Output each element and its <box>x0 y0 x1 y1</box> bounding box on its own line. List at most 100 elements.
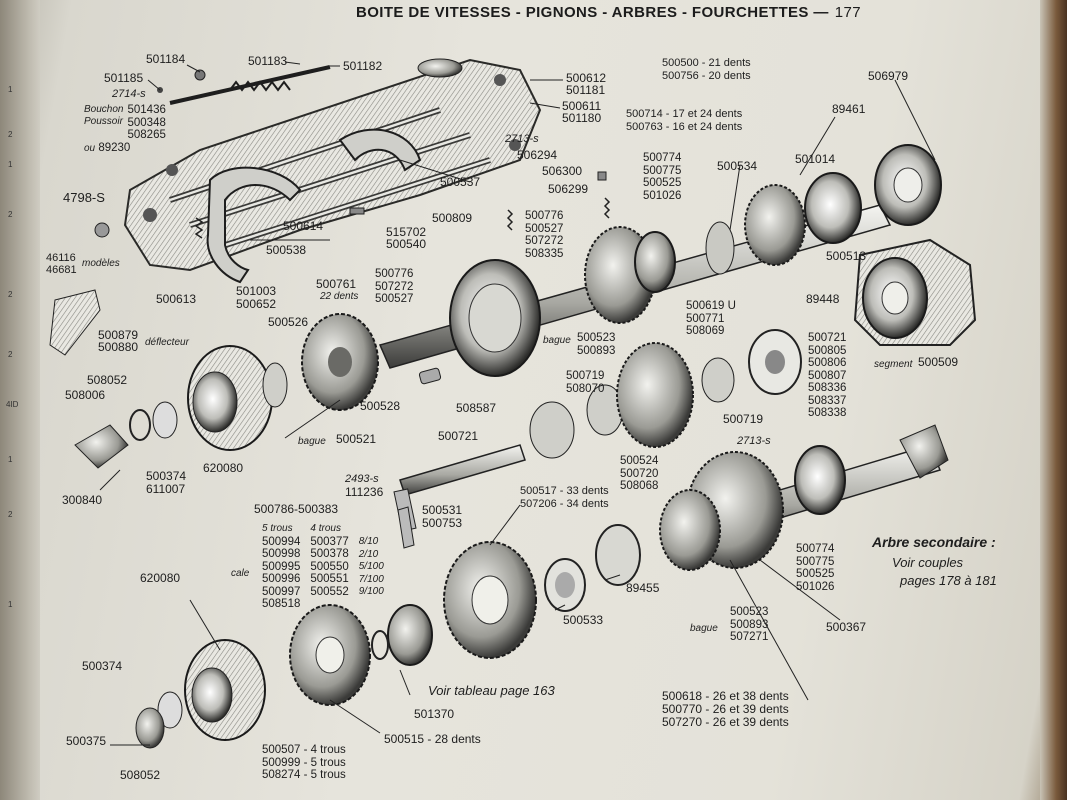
part-number-2713-s: 2713-s <box>505 133 539 145</box>
part-number-611007: 611007 <box>146 482 186 496</box>
gutter-mark: 1 <box>8 160 13 169</box>
part-number: 500774 <box>796 543 835 555</box>
part-number-620080: 620080 <box>203 461 244 475</box>
caption-cale: cale <box>231 568 250 579</box>
shift-fork <box>206 128 422 284</box>
primary-shaft-gears <box>301 144 942 411</box>
part-number-500753: 500753 <box>422 516 463 530</box>
secondary-shaft <box>544 424 949 612</box>
part-number-506979: 506979 <box>868 69 909 83</box>
part-number: 508069 <box>686 325 725 337</box>
gutter-mark: 4ID <box>6 400 19 409</box>
part-number: 500994 <box>262 535 301 548</box>
part-number-500879: 500879 <box>98 328 139 342</box>
part-number: 500893 <box>577 344 616 357</box>
part-number: 500770 - 26 et 39 dents <box>662 702 789 716</box>
group-500721-right: 500721 500805 500806 500807 508336 50833… <box>808 332 846 420</box>
part-number: 500776 <box>525 210 564 222</box>
part-number-501370: 501370 <box>414 707 455 721</box>
part-number-500537: 500537 <box>440 175 481 189</box>
book-edge <box>1040 0 1067 800</box>
part-number-500719: 500719 <box>723 412 764 426</box>
part-number-500880: 500880 <box>98 340 139 354</box>
gutter-mark: 2 <box>8 130 13 139</box>
part-number-500374: 500374 <box>146 469 187 483</box>
gutter-mark: 1 <box>8 600 13 609</box>
part-number: 500525 <box>643 177 682 189</box>
part-number: 500719 <box>566 370 605 382</box>
thickness: 5/100 <box>358 561 384 572</box>
group-500774-top: 500774 500775 500525 501026 <box>643 152 681 202</box>
voir-tableau-text: Voir tableau page 163 <box>428 683 555 698</box>
part-number-500515: 500515 - 28 dents <box>384 732 481 746</box>
part-number: 508068 <box>620 480 659 492</box>
caption-ou: ou <box>84 142 96 154</box>
part-number-501003: 501003 <box>236 284 277 298</box>
thickness: 9/100 <box>358 586 384 597</box>
part-number-508006: 508006 <box>65 388 106 402</box>
group-500774-bottom: 500774 500775 500525 501026 <box>796 543 834 593</box>
part-number: 500618 - 26 et 38 dents <box>662 689 789 703</box>
part-number-500367: 500367 <box>826 620 867 634</box>
small-hardware <box>94 171 611 549</box>
part-number-515702: 515702 <box>386 225 427 239</box>
part-number: 507270 - 26 et 39 dents <box>662 715 789 729</box>
part-number-500538: 500538 <box>266 243 307 257</box>
group-500719: 500719 508070 <box>566 370 604 395</box>
part-number-506294: 506294 <box>517 148 558 162</box>
part-number: 500776 <box>375 268 414 280</box>
part-number-500526: 500526 <box>268 315 309 329</box>
binding-gutter <box>0 0 40 800</box>
part-number: 508335 <box>525 247 564 260</box>
group-500507: 500507 - 4 trous 500999 - 5 trous 508274… <box>262 744 346 782</box>
caption-deflecteur: déflecteur <box>145 337 189 348</box>
caption-segment: segment <box>874 359 913 370</box>
part-number: 500775 <box>643 164 682 177</box>
page-number: 177 <box>834 4 862 21</box>
part-number: 500997 <box>262 585 301 598</box>
part-number-506300: 506300 <box>542 164 583 178</box>
part-number: 500721 <box>808 332 847 344</box>
part-number-500534: 500534 <box>717 159 758 173</box>
group-500619: 500619 U 500771 508069 <box>686 300 736 338</box>
part-number: 500552 <box>310 585 349 598</box>
part-number: 500995 <box>262 560 301 573</box>
left-bearing-housing <box>49 289 288 469</box>
group-500524: 500524 500720 508068 <box>620 455 658 493</box>
cale-table: 5 trous 500994 500998 500995 500996 5009… <box>262 523 384 611</box>
counter-shaft-gears <box>529 329 802 459</box>
gutter-mark: 2 <box>8 290 13 299</box>
part-number: 500999 - 5 trous <box>262 756 346 769</box>
thickness: 8/10 <box>358 536 379 547</box>
part-number-501180: 501180 <box>562 111 602 125</box>
part-number: 508265 <box>127 129 166 141</box>
part-number-500517: 500517 - 33 dents <box>520 485 609 497</box>
part-number: 508338 <box>808 407 847 419</box>
cale-col2-head: 4 trous <box>310 523 341 534</box>
part-number: 500523 <box>730 606 769 618</box>
part-number-500614: 500614 <box>283 219 324 233</box>
bearing-cover-plate <box>853 238 977 346</box>
part-number: 507271 <box>730 631 769 643</box>
part-number: 500507 - 4 trous <box>262 744 346 756</box>
group-500523-bottom: 500523 500893 507271 <box>730 606 768 644</box>
selector-rod <box>157 65 331 105</box>
part-number-506299: 506299 <box>548 182 589 196</box>
part-number-501181: 501181 <box>566 83 606 97</box>
part-number: 500377 <box>310 535 349 548</box>
part-number: 500527 <box>525 222 564 235</box>
part-number-500375: 500375 <box>66 734 107 748</box>
part-number-500714: 500714 - 17 et 24 dents <box>626 108 743 120</box>
gutter-mark: 1 <box>8 455 13 464</box>
part-number-500809: 500809 <box>432 211 473 225</box>
part-number-500721: 500721 <box>438 429 479 443</box>
caption-22-dents: 22 dents <box>320 291 359 302</box>
part-number: 500806 <box>808 357 847 369</box>
part-number-500756: 500756 - 20 dents <box>662 70 751 82</box>
caption-bague: bague <box>543 335 571 346</box>
part-number-508052-lower: 508052 <box>120 768 161 782</box>
part-number: 508337 <box>808 394 847 407</box>
part-number-46116: 46116 <box>46 252 76 264</box>
part-number: 500893 <box>730 618 769 631</box>
